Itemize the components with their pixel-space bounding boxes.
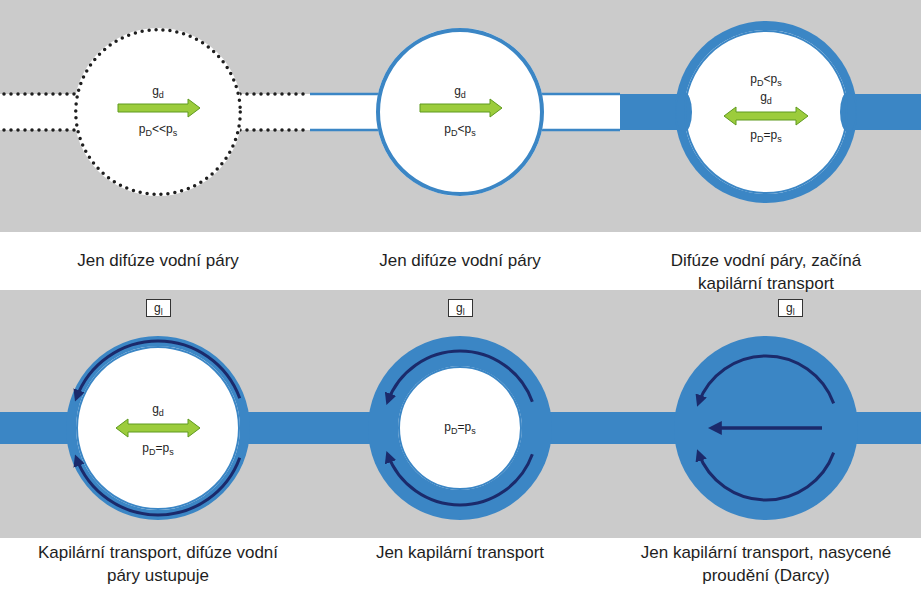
pore-node: gd pD<<ps [74, 28, 242, 196]
pore-body [376, 28, 544, 196]
flux-symbol: gl [456, 301, 465, 315]
formula-text: pD<ps [376, 122, 544, 136]
caption-text: Jen kapilární transport [315, 541, 605, 564]
formula-text: pD<<ps [74, 122, 242, 136]
pore-outline [684, 30, 848, 194]
formula-text: gd [76, 402, 240, 416]
subscript: l [463, 307, 465, 317]
water-ring [66, 336, 250, 520]
subscript: d [461, 90, 466, 100]
pore-body [76, 346, 240, 510]
pore-body [398, 366, 522, 490]
pore-node: gd pD=ps [76, 346, 240, 510]
subscript: d [767, 96, 772, 106]
subscript: s [471, 426, 476, 436]
subscript: d [159, 408, 164, 418]
pore-node: pD=ps [398, 366, 522, 490]
flux-symbol: gl [786, 301, 795, 315]
subscript: D [451, 426, 458, 436]
pore-outline [74, 28, 242, 196]
vapour-arrow [724, 107, 808, 125]
pore-body [684, 30, 848, 194]
liquid-flow-arrow [698, 356, 833, 403]
meniscus [840, 92, 856, 132]
formula-text: pD<ps [684, 72, 848, 86]
vapour-arrow [116, 419, 200, 437]
vapour-arrow [420, 99, 502, 117]
subscript: l [161, 307, 163, 317]
pore-outline [378, 30, 542, 194]
subscript: D [757, 78, 764, 88]
subscript: s [173, 128, 178, 138]
subscript: l [793, 307, 795, 317]
subscript: d [159, 90, 164, 100]
formula-text: pD=ps [684, 128, 848, 142]
formula-text: gd [74, 84, 242, 98]
caption-text: Kapilární transport, difúze vodní páry u… [27, 541, 289, 587]
pore-body [74, 28, 242, 196]
grey-band [0, 0, 921, 232]
pore-outline [685, 31, 847, 193]
subscript: s [471, 128, 476, 138]
formula-text: gd [684, 90, 848, 104]
caption-text: Jen kapilární transport, nasycené proudě… [635, 541, 897, 587]
subscript: s [169, 447, 174, 457]
subscript: D [145, 128, 152, 138]
vapour-arrow [118, 99, 200, 117]
caption-text: Difúze vodní páry, začíná kapilární tran… [641, 249, 891, 295]
caption-text: Jen difúze vodní páry [13, 249, 303, 272]
subscript: s [777, 134, 782, 144]
darcy-flow-arrow [712, 426, 822, 430]
subscript: D [757, 134, 764, 144]
water-ring [675, 21, 857, 203]
subscript: s [777, 78, 782, 88]
formula-text: pD=ps [398, 420, 522, 434]
pore-outline [76, 30, 241, 195]
subscript: D [451, 128, 458, 138]
pore-node: pD<ps gd pD=ps [684, 30, 848, 194]
water-ring [368, 336, 552, 520]
flux-box: gl [778, 299, 803, 317]
pore-outline [399, 367, 521, 489]
grey-band [0, 290, 921, 538]
flux-box: gl [146, 299, 171, 317]
liquid-flow-arrow [698, 453, 833, 500]
pore-outline [376, 28, 544, 196]
formula-text: pD=ps [76, 441, 240, 455]
subscript: D [149, 447, 156, 457]
flux-box: gl [448, 299, 473, 317]
flux-symbol: gl [154, 301, 163, 315]
formula-text: gd [376, 84, 544, 98]
pore-outline [77, 347, 239, 509]
pore-outline [76, 346, 240, 510]
water-filled-pore [674, 336, 858, 520]
caption-text: Jen difúze vodní páry [315, 249, 605, 272]
pore-node: gd pD<ps [376, 28, 544, 196]
